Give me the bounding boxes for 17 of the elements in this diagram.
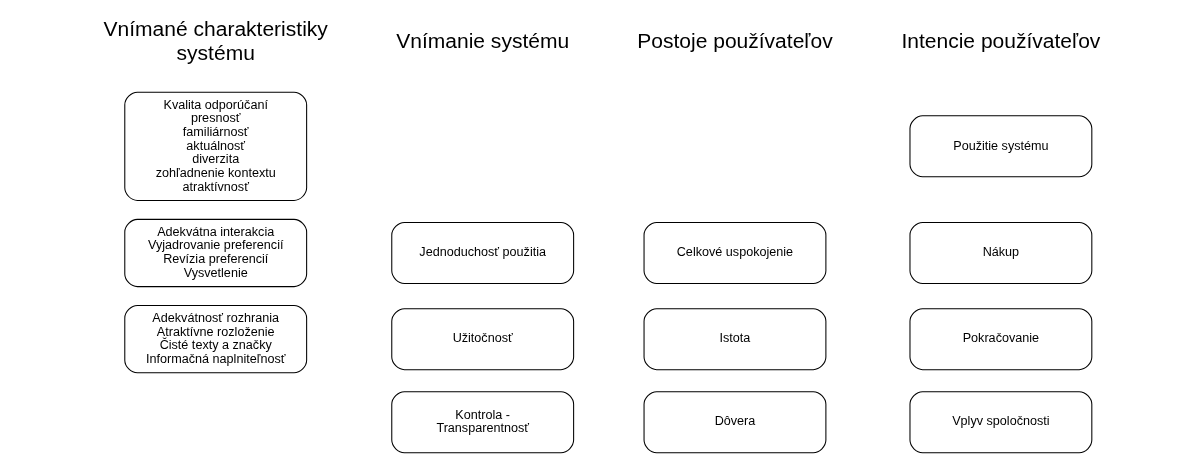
node-box: Nákup [909, 222, 1093, 284]
node-box: Celkové uspokojenie [643, 222, 827, 284]
label: Postoje používateľov [637, 29, 833, 53]
node-box: Kvalita odporúčaní presnosť familiárnosť aktuálnosť diverzita zohľadnenie kontextu atraktívnosť [124, 91, 308, 201]
label: Vnímanie systému [396, 29, 570, 53]
node-box: Jednoduchosť použitia [391, 222, 575, 284]
node-box: Adekvátna interakcia Vyjadrovanie preferencií Revízia preferencií Vysvetlenie [124, 218, 308, 288]
node-box: Použitie systému [909, 115, 1093, 178]
node-box: Užitočnosť [391, 308, 575, 371]
node-box: Istota [643, 308, 827, 371]
node-box: Pokračovanie [909, 308, 1093, 371]
label: Vnímané charakteristiky systému [103, 17, 328, 64]
label: Intencie používateľov [901, 29, 1101, 53]
node-box: Kontrola - Transparentnosť [391, 391, 575, 454]
node-box: Adekvátnosť rozhrania Atraktívne rozloženie Čisté texty a značky Informačná naplniteľnosť [124, 305, 308, 374]
node-box: Dôvera [643, 391, 827, 454]
node-box: Vplyv spoločnosti [909, 391, 1093, 454]
